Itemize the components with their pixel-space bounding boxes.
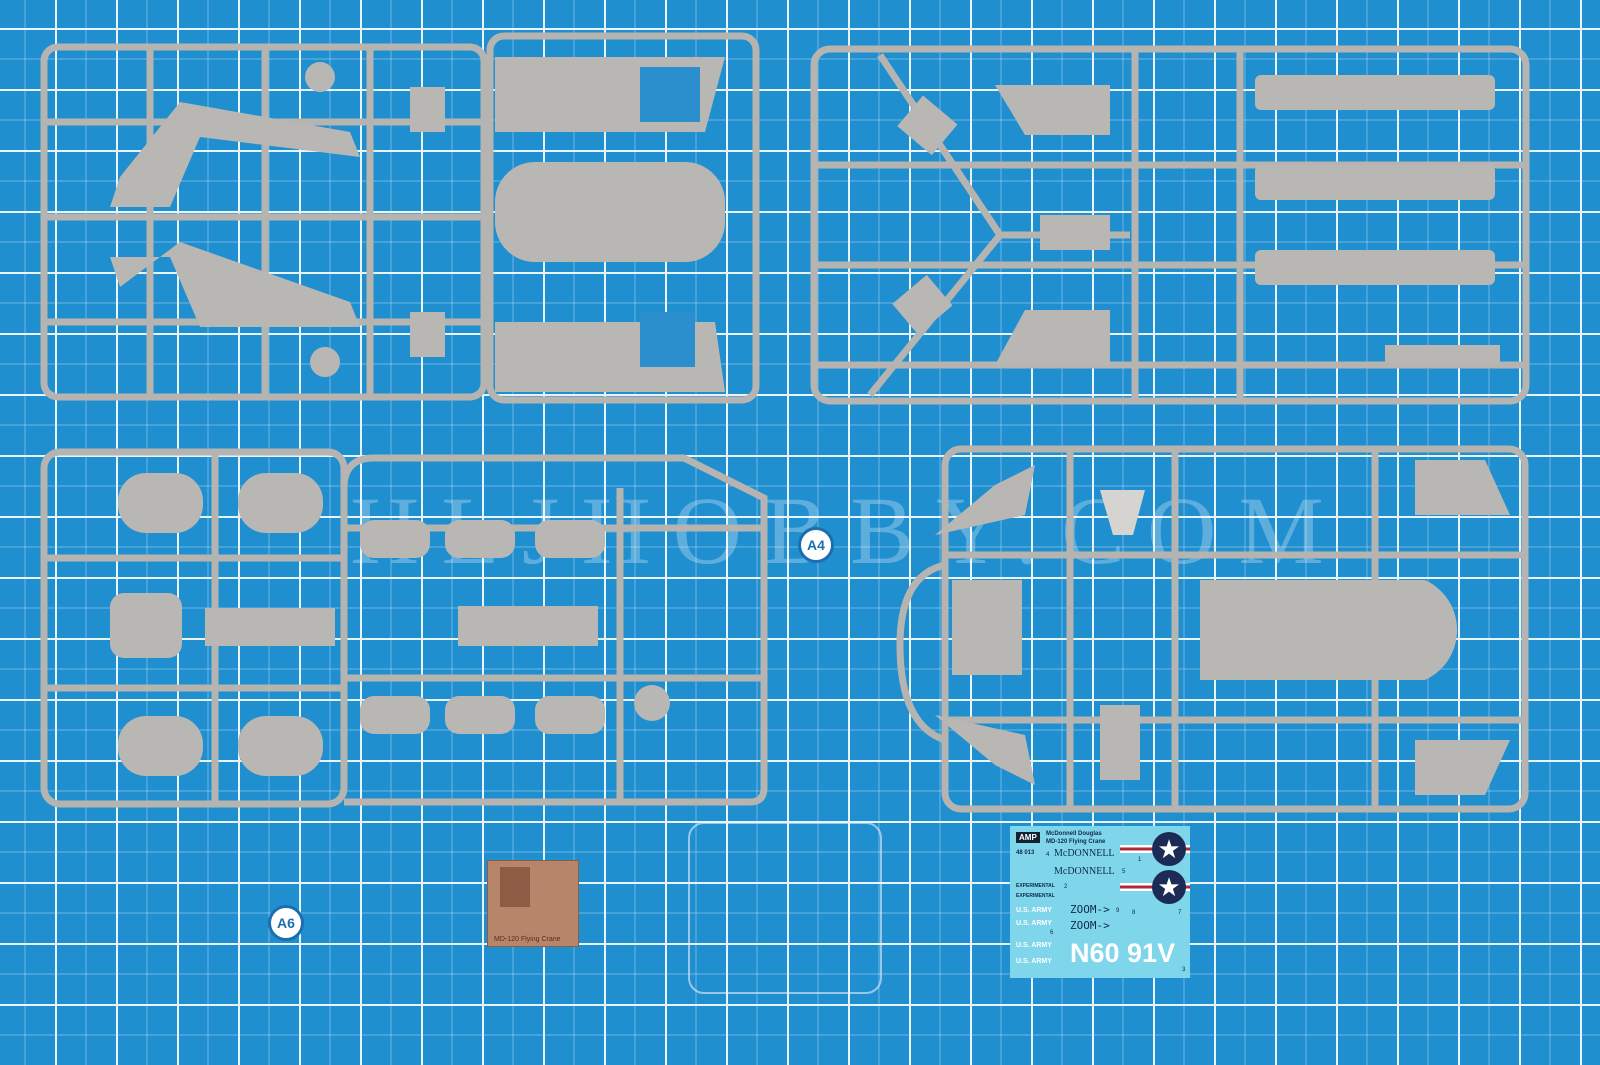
sprue-frame-top-left: [40, 32, 760, 404]
sprue-tag-a6: A6: [268, 905, 304, 941]
decal-number: 4: [1046, 852, 1050, 858]
decal-number: 2: [1064, 884, 1068, 890]
instrument-panel-etch: [500, 867, 530, 907]
decal-number: 3: [1182, 967, 1186, 973]
marking-mcdonnell-1: McDONNELL: [1054, 848, 1115, 859]
marking-mcdonnell-2: McDONNELL: [1054, 866, 1115, 877]
marking-experimental-1: EXPERIMENTAL: [1016, 883, 1055, 889]
marking-us-army-4: U.S. ARMY: [1016, 958, 1052, 965]
sprue-frame-bottom-right: [895, 445, 1530, 813]
marking-zoom-1: ZOOM->: [1070, 903, 1110, 916]
clear-parts-sprue: [688, 822, 882, 994]
sprue-frame-bottom-left: [40, 448, 775, 808]
photo-etch-fret: MD-120 Flying Crane: [487, 860, 579, 947]
decal-number: 7: [1178, 910, 1182, 916]
marking-us-army-3: U.S. ARMY: [1016, 942, 1052, 949]
decal-number: 5: [1122, 869, 1126, 875]
brand-logo: AMP: [1016, 832, 1040, 844]
decal-number: 9: [1116, 908, 1120, 914]
kit-code: 48 013: [1016, 850, 1035, 856]
marking-zoom-2: ZOOM->: [1070, 919, 1110, 932]
registration-number: N60 91V: [1070, 938, 1176, 968]
title-line-1: McDonnell Douglas: [1046, 831, 1102, 837]
marking-us-army-2: U.S. ARMY: [1016, 920, 1052, 927]
sprue-tag-a4: A4: [798, 527, 834, 563]
decal-sheet: AMP McDonnell Douglas MD-120 Flying Cran…: [1010, 826, 1190, 978]
star-roundel-icon: ★: [1152, 870, 1186, 904]
decal-number: 1: [1138, 857, 1142, 863]
title-line-2: MD-120 Flying Crane: [1046, 839, 1106, 845]
decal-number: 8: [1132, 910, 1136, 916]
decal-number: 6: [1050, 930, 1054, 936]
star-roundel-icon: ★: [1152, 832, 1186, 866]
marking-us-army-1: U.S. ARMY: [1016, 907, 1052, 914]
decal-title: McDonnell Douglas MD-120 Flying Crane: [1046, 830, 1105, 846]
photo-etch-label: MD-120 Flying Crane: [494, 936, 561, 943]
sprue-frame-top-right: [810, 45, 1530, 405]
marking-experimental-2: EXPERIMENTAL: [1016, 893, 1055, 899]
